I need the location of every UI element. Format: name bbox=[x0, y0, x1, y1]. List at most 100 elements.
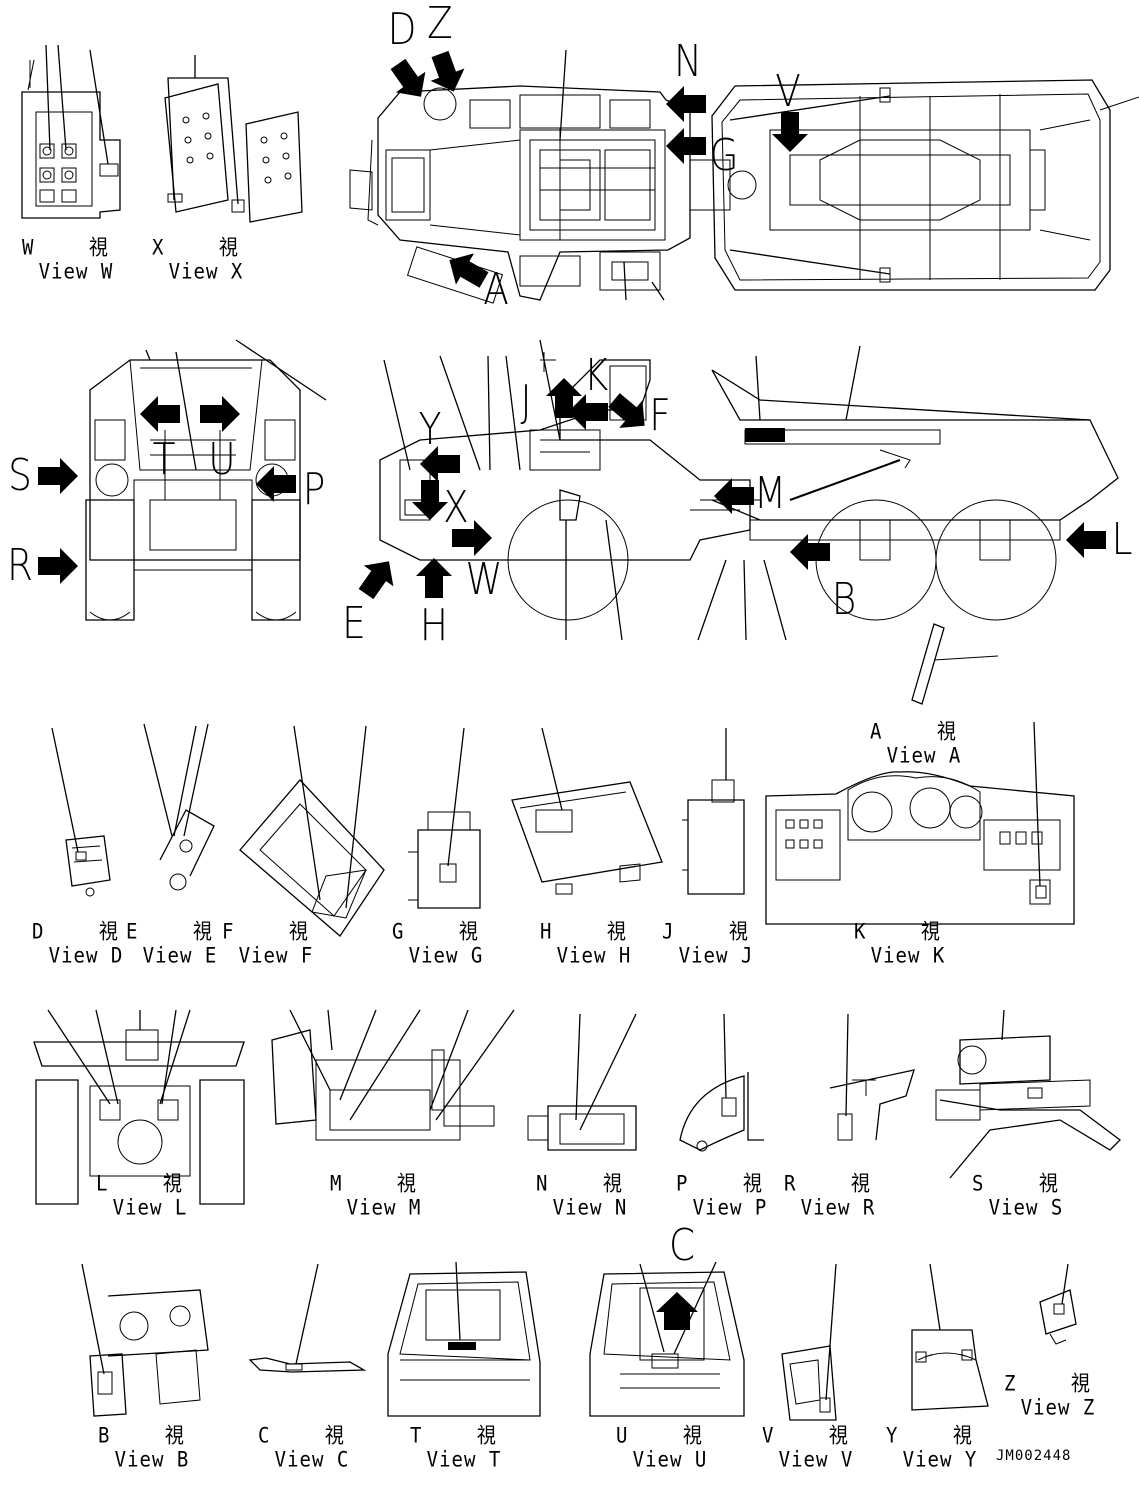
view-u-drawing bbox=[589, 1261, 745, 1417]
callout-m: M bbox=[753, 468, 787, 519]
view-caption-jp: U 視 bbox=[616, 1423, 724, 1448]
view-w-drawing bbox=[21, 44, 121, 219]
view-h-drawing bbox=[511, 727, 663, 895]
callout-h: H bbox=[419, 600, 449, 651]
view-caption-en: View E bbox=[142, 944, 218, 969]
callout-b: B bbox=[831, 574, 857, 625]
callout-n: N bbox=[674, 36, 702, 87]
view-r-drawing bbox=[829, 1013, 915, 1141]
top-plan-drawing bbox=[349, 49, 1139, 304]
view-caption-jp: N 視 bbox=[536, 1171, 644, 1196]
view-caption-en: View N bbox=[552, 1196, 628, 1221]
view-caption-jp: P 視 bbox=[676, 1171, 784, 1196]
view-caption-jp: Y 視 bbox=[886, 1423, 994, 1448]
drawing-code: JM002448 bbox=[996, 1448, 1072, 1464]
view-k-drawing bbox=[765, 721, 1075, 925]
view-caption-b: B 視 View B bbox=[98, 1424, 206, 1472]
view-caption-en: View T bbox=[426, 1448, 502, 1473]
callout-r: R bbox=[7, 540, 33, 591]
view-caption-en: View P bbox=[692, 1196, 768, 1221]
view-caption-a: A 視 View A bbox=[870, 720, 978, 768]
view-f-drawing bbox=[239, 725, 385, 937]
view-caption-en: View Y bbox=[902, 1448, 978, 1473]
callout-y: Y bbox=[418, 404, 442, 455]
view-t-drawing bbox=[387, 1261, 541, 1417]
view-caption-k: K 視 View K bbox=[854, 920, 962, 968]
view-caption-jp: Z 視 bbox=[1004, 1371, 1112, 1396]
view-caption-jp: S 視 bbox=[972, 1171, 1080, 1196]
callout-t: T bbox=[152, 434, 176, 485]
view-caption-jp: X 視 bbox=[152, 235, 260, 260]
front-view-drawing bbox=[85, 339, 327, 621]
view-l-drawing bbox=[33, 1009, 245, 1205]
view-caption-m: M 視 View M bbox=[330, 1172, 438, 1220]
callout-d: D bbox=[387, 4, 417, 55]
view-caption-jp: J 視 bbox=[662, 919, 770, 944]
callout-p: P bbox=[302, 464, 326, 515]
view-caption-en: View C bbox=[274, 1448, 350, 1473]
view-caption-en: View X bbox=[168, 260, 244, 285]
view-caption-en: View L bbox=[112, 1196, 188, 1221]
callout-u: U bbox=[208, 434, 236, 485]
view-caption-s: S 視 View S bbox=[972, 1172, 1080, 1220]
callout-e: E bbox=[342, 598, 366, 649]
view-caption-r: R 視 View R bbox=[784, 1172, 892, 1220]
view-caption-jp: W 視 bbox=[22, 235, 130, 260]
view-caption-en: View R bbox=[800, 1196, 876, 1221]
direction-arrows bbox=[38, 50, 1106, 600]
view-c-drawing bbox=[248, 1263, 367, 1373]
callout-f: F bbox=[649, 390, 671, 441]
view-caption-u: U 視 View U bbox=[616, 1424, 724, 1472]
view-caption-jp: C 視 bbox=[258, 1423, 366, 1448]
view-caption-l: L 視 View L bbox=[96, 1172, 204, 1220]
view-m-drawing bbox=[271, 1009, 515, 1141]
view-caption-en: View J bbox=[678, 944, 754, 969]
view-caption-jp: A 視 bbox=[870, 719, 978, 744]
callout-g: G bbox=[709, 130, 739, 181]
view-caption-g: G 視 View G bbox=[392, 920, 500, 968]
callout-j: J bbox=[520, 376, 532, 427]
view-caption-en: View B bbox=[114, 1448, 190, 1473]
view-caption-jp: H 視 bbox=[540, 919, 648, 944]
view-caption-en: View V bbox=[778, 1448, 854, 1473]
view-caption-en: View K bbox=[870, 944, 946, 969]
view-caption-jp: F 視 bbox=[222, 919, 330, 944]
view-caption-w: W 視 View W bbox=[22, 236, 130, 284]
view-p-drawing bbox=[679, 1013, 764, 1152]
view-caption-c: C 視 View C bbox=[258, 1424, 366, 1472]
callout-z: Z bbox=[427, 0, 453, 49]
view-caption-en: View D bbox=[48, 944, 124, 969]
view-caption-z: Z 視 View Z bbox=[1004, 1372, 1112, 1420]
view-caption-jp: L 視 bbox=[96, 1171, 204, 1196]
view-caption-jp: M 視 bbox=[330, 1171, 438, 1196]
view-v-drawing bbox=[781, 1263, 837, 1421]
view-caption-x: X 視 View X bbox=[152, 236, 260, 284]
view-caption-h: H 視 View H bbox=[540, 920, 648, 968]
view-caption-en: View S bbox=[988, 1196, 1064, 1221]
view-caption-en: View W bbox=[38, 260, 114, 285]
view-caption-j: J 視 View J bbox=[662, 920, 770, 968]
view-caption-en: View M bbox=[346, 1196, 422, 1221]
view-caption-en: View F bbox=[238, 944, 314, 969]
callout-k: K bbox=[583, 350, 609, 401]
view-caption-jp: V 視 bbox=[762, 1423, 870, 1448]
callout-l: L bbox=[1111, 514, 1133, 565]
view-g-drawing bbox=[408, 727, 481, 909]
view-n-drawing bbox=[527, 1013, 637, 1151]
view-caption-y: Y 視 View Y bbox=[886, 1424, 994, 1472]
callout-c: C bbox=[668, 1220, 696, 1271]
side-view-drawing bbox=[379, 339, 1119, 705]
view-caption-t: T 視 View T bbox=[410, 1424, 518, 1472]
view-caption-jp: K 視 bbox=[854, 919, 962, 944]
view-caption-en: View H bbox=[556, 944, 632, 969]
view-s-drawing bbox=[935, 1009, 1121, 1179]
view-b-drawing bbox=[81, 1263, 209, 1417]
view-y-drawing bbox=[911, 1263, 989, 1411]
view-caption-v: V 視 View V bbox=[762, 1424, 870, 1472]
callout-s: S bbox=[8, 450, 32, 501]
callout-v: V bbox=[775, 66, 801, 117]
callout-a: A bbox=[483, 264, 509, 315]
view-caption-en: View A bbox=[886, 744, 962, 769]
